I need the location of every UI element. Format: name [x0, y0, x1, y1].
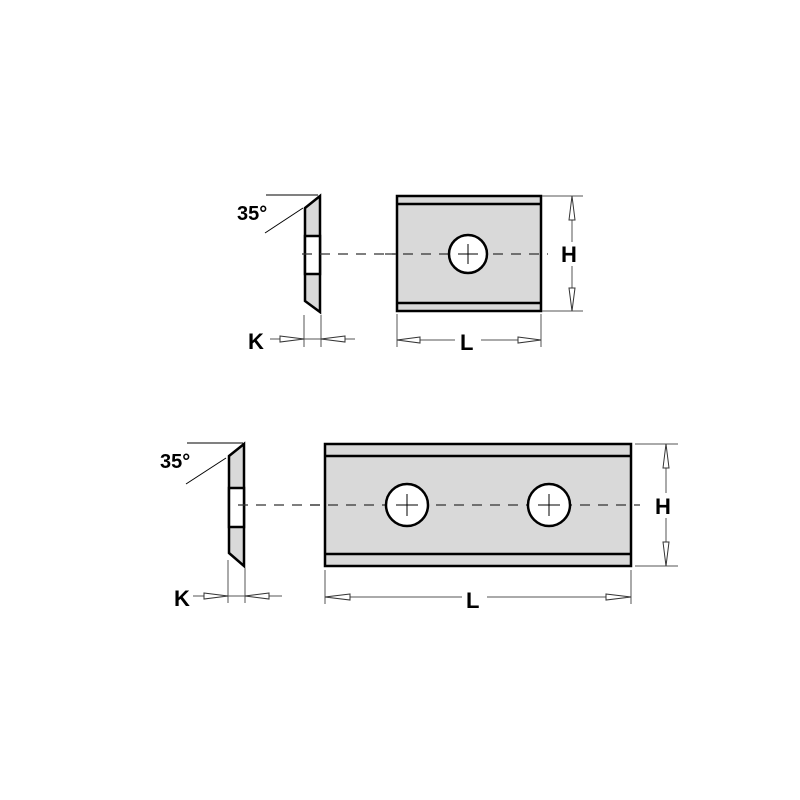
insert-plate: [385, 194, 548, 313]
length-label: L: [466, 588, 479, 613]
thickness-label: K: [174, 586, 190, 611]
length-dimension: L: [324, 570, 632, 613]
side-profile-view: K 35°: [237, 193, 397, 354]
height-label: H: [561, 242, 577, 267]
length-dimension: L: [396, 314, 542, 355]
figure-two-hole: K 35° H: [160, 441, 678, 613]
angle-label: 35°: [237, 203, 267, 225]
angle-label: 35°: [160, 451, 190, 473]
height-dimension: H: [635, 443, 678, 567]
height-dimension: H: [542, 195, 583, 312]
insert-plate: [310, 442, 640, 568]
side-profile-view: K 35°: [160, 441, 325, 611]
height-label: H: [655, 494, 671, 519]
angle-label: K: [248, 329, 264, 354]
figure-single-hole: K 35° H: [237, 193, 583, 355]
length-label: L: [460, 330, 473, 355]
